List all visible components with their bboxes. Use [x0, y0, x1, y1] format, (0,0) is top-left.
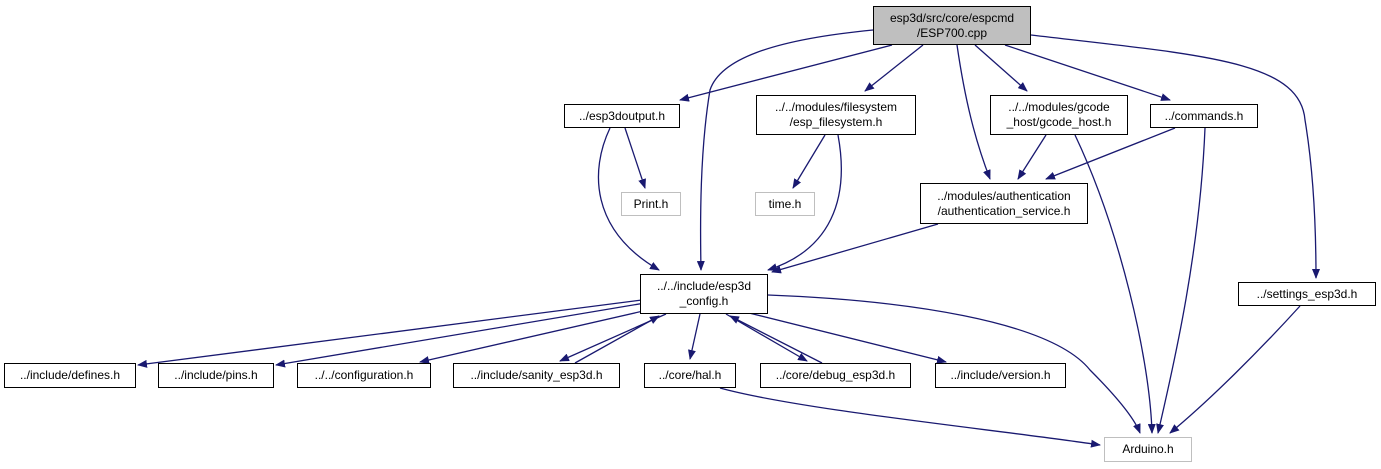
- edge-commands-arduino: [1156, 127, 1206, 434]
- node-label: ../include/version.h: [950, 368, 1051, 382]
- node-label: ../esp3doutput.h: [578, 108, 666, 123]
- node-label: _config.h: [679, 294, 729, 308]
- edges: [137, 29, 1320, 448]
- node-label: /authentication_service.h: [937, 203, 1071, 218]
- node-label: /ESP700.cpp: [916, 25, 988, 40]
- node-label: Print.h: [633, 196, 669, 211]
- edge-config-hal: [688, 313, 701, 360]
- node-label: ../../modules/gcode: [1008, 100, 1110, 114]
- edge-root-filesystem: [864, 44, 924, 92]
- edge-config-defines: [137, 299, 643, 368]
- edge-sanity-config: [574, 315, 660, 364]
- edge-config-arduino: [767, 294, 1141, 434]
- node-label: time.h: [768, 196, 802, 211]
- node-label: esp3d/src/core/espcmd: [889, 10, 1015, 25]
- node-label: Arduino.h: [1122, 442, 1174, 456]
- edge-config-debug: [725, 313, 808, 362]
- node-label: ../settings_esp3d.h: [1256, 286, 1358, 301]
- node-esp3d-config-h[interactable]: ../../include/esp3d _config.h: [640, 274, 768, 314]
- edge-filesystem-config: [767, 134, 842, 272]
- edge-gcode-authentication: [1017, 134, 1047, 180]
- node-label: ../core/hal.h: [658, 368, 722, 382]
- node-label: ../commands.h: [1164, 108, 1244, 123]
- edge-config-pins: [275, 302, 646, 368]
- node-label: ../../configuration.h: [314, 368, 414, 382]
- node-commands-h[interactable]: ../commands.h: [1150, 104, 1258, 128]
- edge-root-commands: [1004, 44, 1171, 101]
- edge-settings-arduino: [1169, 305, 1301, 434]
- node-label: ../../modules/filesystem: [774, 100, 898, 114]
- edge-commands-authentication: [1045, 127, 1176, 180]
- edge-hal-arduino: [719, 387, 1101, 448]
- node-defines-h[interactable]: ../include/defines.h: [4, 363, 136, 388]
- node-label: ../include/sanity_esp3d.h: [470, 368, 603, 382]
- edge-esp3doutput-config: [597, 127, 660, 271]
- edge-config-configuration: [419, 308, 653, 364]
- node-debug-esp3d-h[interactable]: ../core/debug_esp3d.h: [760, 363, 911, 388]
- edge-authentication-config: [771, 223, 939, 274]
- node-label: ../include/defines.h: [19, 368, 121, 382]
- edge-root-gcode-host: [974, 44, 1028, 92]
- node-sanity-esp3d-h[interactable]: ../include/sanity_esp3d.h: [453, 363, 620, 388]
- node-esp3doutput-h[interactable]: ../esp3doutput.h: [564, 104, 680, 128]
- node-version-h[interactable]: ../include/version.h: [935, 363, 1066, 388]
- node-configuration-h[interactable]: ../../configuration.h: [297, 363, 431, 388]
- node-time-h: time.h: [755, 192, 815, 216]
- edge-root-authentication: [956, 44, 991, 180]
- node-label: _host/gcode_host.h: [1006, 115, 1112, 129]
- node-arduino-h: Arduino.h: [1104, 437, 1192, 462]
- node-authentication-service-h[interactable]: ../modules/authentication /authenticatio…: [920, 183, 1088, 224]
- edge-esp3doutput-print: [624, 127, 646, 189]
- node-hal-h[interactable]: ../core/hal.h: [644, 363, 736, 388]
- edge-gcode-arduino: [1074, 134, 1156, 434]
- node-settings-esp3d-h[interactable]: ../settings_esp3d.h: [1238, 282, 1376, 306]
- node-pins-h[interactable]: ../include/pins.h: [158, 363, 274, 388]
- node-label: ../../include/esp3d: [656, 279, 752, 293]
- node-label: /esp_filesystem.h: [789, 115, 883, 129]
- node-print-h: Print.h: [621, 192, 681, 216]
- edge-root-settings: [1030, 34, 1320, 279]
- node-esp700-cpp: esp3d/src/core/espcmd /ESP700.cpp: [873, 6, 1031, 45]
- edge-root-esp3doutput: [679, 44, 893, 102]
- node-label: ../include/pins.h: [174, 368, 258, 382]
- edge-debug-config: [729, 315, 823, 364]
- edge-filesystem-time: [792, 134, 826, 189]
- node-label: ../core/debug_esp3d.h: [775, 368, 896, 382]
- edge-root-esp3d-config: [696, 29, 874, 271]
- node-esp-filesystem-h[interactable]: ../../modules/filesystem /esp_filesystem…: [756, 95, 916, 135]
- edge-config-version: [744, 311, 947, 364]
- node-label: ../modules/authentication: [937, 188, 1071, 203]
- node-gcode-host-h[interactable]: ../../modules/gcode _host/gcode_host.h: [990, 95, 1128, 135]
